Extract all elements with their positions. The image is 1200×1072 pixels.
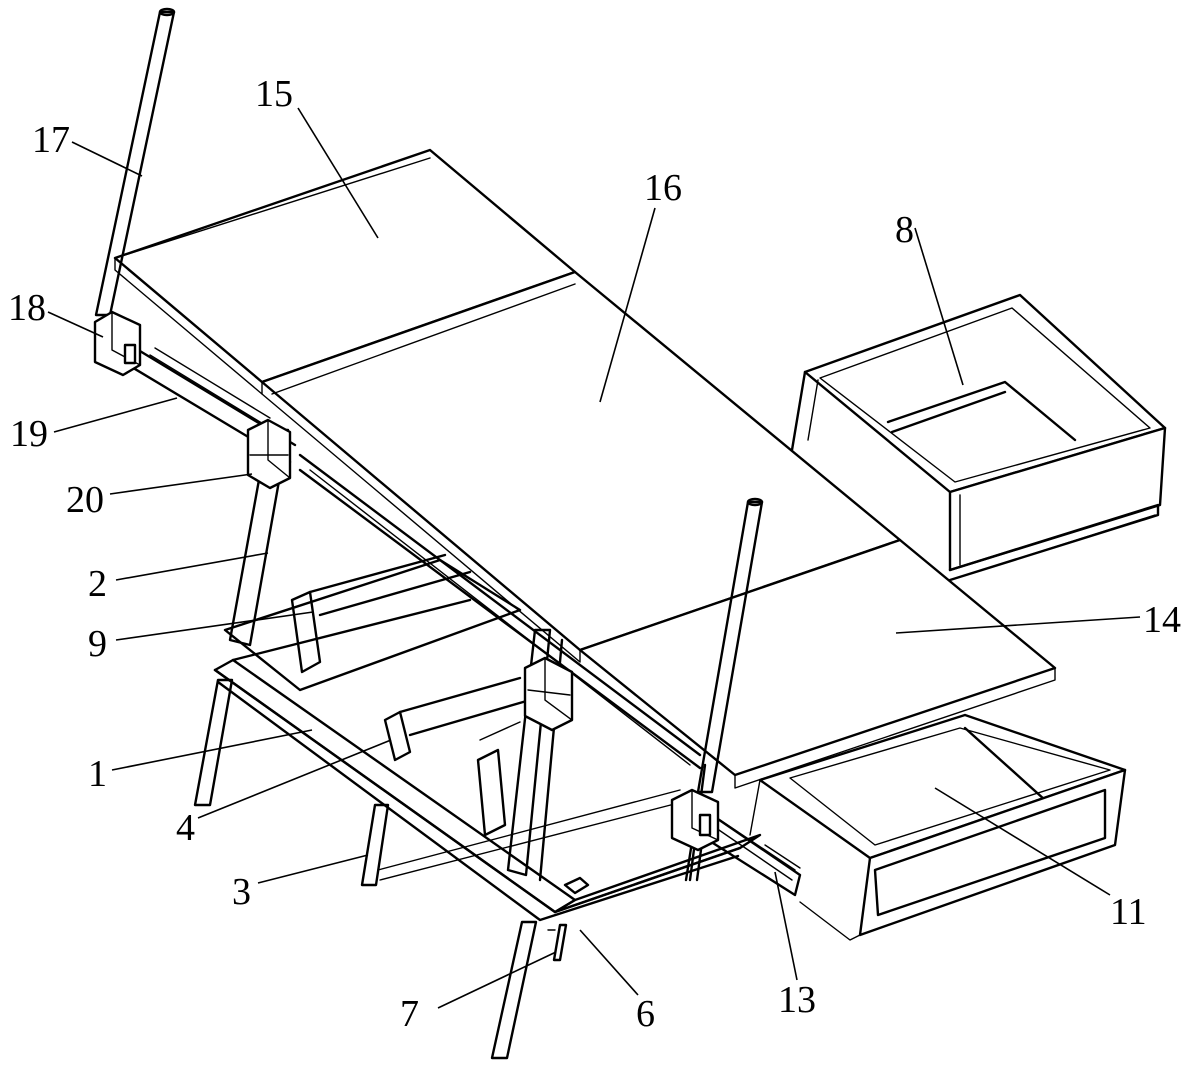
slide-rails (118, 343, 802, 897)
drawer-box-8 (790, 293, 1167, 582)
label-1: 1 (88, 753, 107, 795)
label-11: 11 (1110, 891, 1147, 933)
label-14: 14 (1143, 599, 1181, 641)
base-hardware (547, 876, 590, 962)
drawer-box-11 (749, 713, 1127, 941)
label-20: 20 (66, 479, 104, 521)
leader-lines (47, 107, 1141, 1009)
label-16: 16 (644, 167, 682, 209)
label-9: 9 (88, 623, 107, 665)
label-2: 2 (88, 563, 107, 605)
label-19: 19 (10, 413, 48, 455)
label-4: 4 (176, 807, 195, 849)
label-3: 3 (232, 871, 251, 913)
label-6: 6 (636, 993, 655, 1035)
top-board (113, 148, 1057, 789)
label-7: 7 (400, 993, 419, 1035)
label-18: 18 (8, 287, 46, 329)
slider-blocks (93, 310, 720, 852)
label-8: 8 (895, 209, 914, 251)
label-17: 17 (32, 119, 70, 161)
base-frame (193, 598, 762, 1060)
middle-tray (223, 553, 532, 837)
label-13: 13 (778, 979, 816, 1021)
reference-numerals: 15 16 17 8 18 19 20 2 14 9 1 4 11 3 13 7… (8, 73, 1181, 1035)
label-15: 15 (255, 73, 293, 115)
